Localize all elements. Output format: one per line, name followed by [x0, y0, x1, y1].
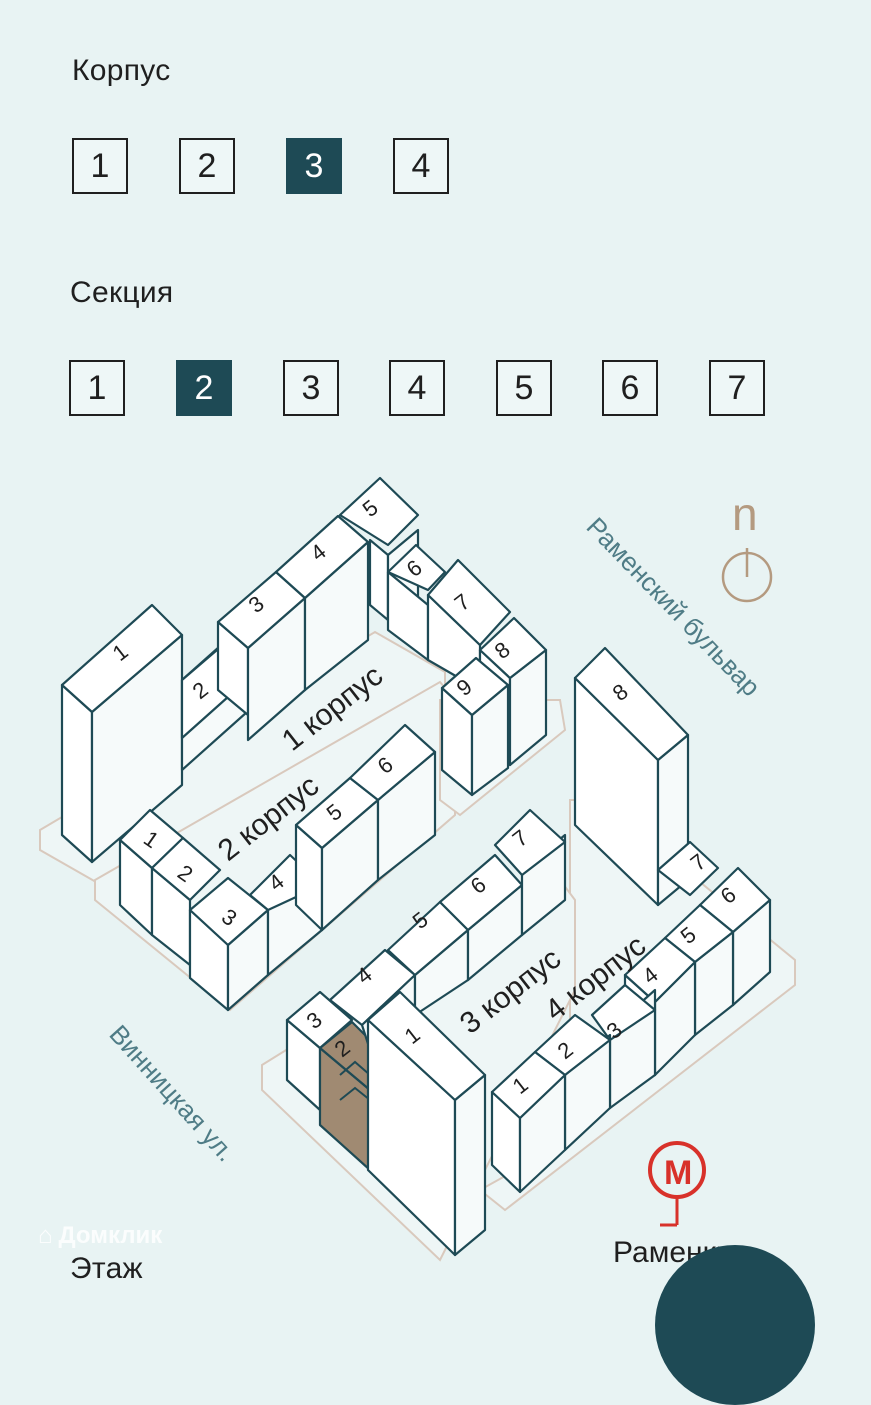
street-vinnitskaya: Винницкая ул. [104, 1019, 242, 1167]
korpus-button-3[interactable]: 3 [286, 138, 342, 194]
building-korpus-3[interactable]: 3 2 4 5 6 7 1 [285, 808, 567, 1257]
house-icon: ⌂ [38, 1222, 53, 1249]
sekciya-button-6[interactable]: 6 [602, 360, 658, 416]
korpus-button-4[interactable]: 4 [393, 138, 449, 194]
sekciya-button-5[interactable]: 5 [496, 360, 552, 416]
korpus-label: Корпус [72, 54, 171, 87]
sekciya-button-4[interactable]: 4 [389, 360, 445, 416]
korpus-button-1[interactable]: 1 [72, 138, 128, 194]
building-korpus-1[interactable]: 1 2 3 4 5 6 7 8 9 [60, 476, 548, 864]
floating-action-button[interactable] [655, 1245, 815, 1405]
metro-symbol: М [664, 1154, 692, 1192]
compass-letter: n [732, 488, 758, 540]
metro-icon: М [648, 1141, 706, 1227]
building-korpus-2[interactable]: 1 2 3 4 5 6 [118, 723, 437, 1012]
sekciya-button-1[interactable]: 1 [69, 360, 125, 416]
site-map: .ground { fill: #eef6f6; stroke: #d9c9bd… [39, 476, 796, 1269]
korpus-button-2[interactable]: 2 [179, 138, 235, 194]
building-korpus-4[interactable]: 8 7 6 5 4 3 2 1 [490, 646, 772, 1194]
watermark-text: Домклик [58, 1222, 163, 1249]
sekciya-label: Секция [70, 276, 174, 309]
sekciya-button-3[interactable]: 3 [283, 360, 339, 416]
floor-label: Этаж [70, 1252, 143, 1285]
sekciya-button-7[interactable]: 7 [709, 360, 765, 416]
domclick-watermark: ⌂ Домклик [38, 1222, 162, 1250]
sekciya-button-2[interactable]: 2 [176, 360, 232, 416]
compass-icon: n [721, 488, 773, 603]
